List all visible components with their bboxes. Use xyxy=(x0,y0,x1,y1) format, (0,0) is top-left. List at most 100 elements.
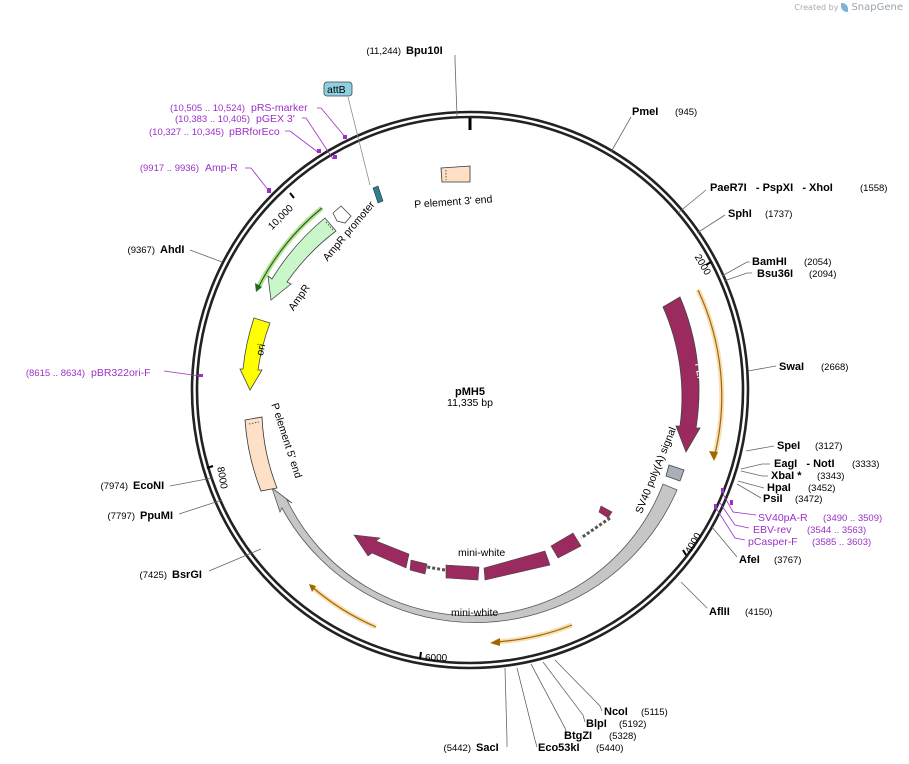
primer-name-ebv-rev: EBV-rev xyxy=(753,524,792,536)
site-name-xbai: XbaI * xyxy=(771,470,802,482)
sv40-polya-feature xyxy=(665,464,685,482)
site-pos-afei: (3767) xyxy=(774,555,801,566)
primer-range-amp-r: (9917 .. 9936) xyxy=(140,163,199,174)
site-pos-bsrgi: (7425) xyxy=(140,570,167,581)
site-pos-saci: (5442) xyxy=(444,743,471,754)
site-name-bsu36i: Bsu36I xyxy=(757,268,793,280)
flp-feature xyxy=(662,296,701,453)
flp-label: FLP xyxy=(692,362,707,384)
site-pos-psii: (3472) xyxy=(795,494,822,505)
mini-white-grey-feature xyxy=(271,483,678,623)
mini-white-grey-label: mini-white xyxy=(451,607,498,619)
site-pos-aflii: (4150) xyxy=(745,607,772,618)
primer-range-pcasper-f: (3585 .. 3603) xyxy=(812,537,871,548)
attb-label: attB xyxy=(327,84,346,96)
site-name-hpai: HpaI xyxy=(767,482,791,494)
site-name-bpu10i: Bpu10I xyxy=(406,45,443,57)
site-pos-spei: (3127) xyxy=(815,441,842,452)
site-name-ahdi: AhdI xyxy=(160,244,184,256)
snapgene-leaf-icon xyxy=(841,3,849,12)
p-element-5-end-label: P element 5' end xyxy=(268,402,304,480)
primer-range-prs-marker: (10,505 .. 10,524) xyxy=(170,103,245,114)
site-name-pmei: PmeI xyxy=(632,106,658,118)
site-name-psii: PsiI xyxy=(763,493,783,505)
primer-name-amp-r: Amp-R xyxy=(205,162,238,174)
flp-orf-arrow xyxy=(697,289,723,459)
ampr-feature xyxy=(267,217,337,301)
site-pos-hpai: (3452) xyxy=(808,483,835,494)
primer-name-prs-marker: pRS-marker xyxy=(251,102,308,114)
site-pos-bamhi: (2054) xyxy=(804,257,831,268)
p-element-3-end-feature xyxy=(440,165,471,183)
site-name-btgzi: BtgZI xyxy=(564,730,592,742)
site-pos-blpi: (5192) xyxy=(619,719,646,730)
mini-white-purple-label: mini-white xyxy=(458,547,505,559)
site-pos-eco53ki: (5440) xyxy=(596,743,623,754)
primer-name-pbrforeco: pBRforEco xyxy=(229,126,280,138)
site-pos-sphi: (1737) xyxy=(765,209,792,220)
site-name-eco53ki: Eco53kI xyxy=(538,742,580,754)
site-name-afei: AfeI xyxy=(739,554,760,566)
site-name-blpi: BlpI xyxy=(586,718,607,730)
site-pos-xhoi-group: (1558) xyxy=(860,183,887,194)
primer-range-ebv-rev: (3544 .. 3563) xyxy=(807,525,866,536)
primer-marks xyxy=(199,135,733,509)
plasmid-backbone xyxy=(190,110,750,670)
site-name-bamhi: BamHI xyxy=(752,256,787,268)
site-name-ncoi: NcoI xyxy=(604,706,628,718)
site-pos-noti-group: (3333) xyxy=(852,459,879,470)
credit-brand: SnapGene xyxy=(851,2,903,13)
restriction-site-labels: (11,244) Bpu10I PmeI (945) PaeR7I - PspX… xyxy=(101,45,888,754)
site-name-econi: EcoNI xyxy=(133,480,164,492)
p-element-3-end-label: P element 3' end xyxy=(414,193,493,210)
ampr-label: AmpR xyxy=(286,282,313,313)
plasmid-size: 11,335 bp xyxy=(447,397,493,409)
primer-range-pbrforeco: (10,327 .. 10,345) xyxy=(149,127,224,138)
position-ticks xyxy=(206,192,712,660)
tick-label-2000: 2000 xyxy=(692,253,713,278)
primer-labels: SV40pA-R (3490 .. 3509) EBV-rev (3544 ..… xyxy=(26,102,882,548)
site-pos-ppumi: (7797) xyxy=(108,511,135,522)
mini-white-orf-arrow-right xyxy=(494,624,573,643)
site-name-noti-group: EagI - NotI xyxy=(774,458,835,470)
site-pos-ncoi: (5115) xyxy=(641,707,668,718)
ori-label: ori xyxy=(254,343,268,357)
site-name-swai: SwaI xyxy=(779,361,804,373)
ampr-promoter-feature xyxy=(332,205,352,224)
p-element-5-end-feature xyxy=(244,416,278,492)
site-name-xhoi-group: PaeR7I - PspXI - XhoI xyxy=(710,182,833,194)
attb-label-box xyxy=(323,81,353,97)
primer-range-pgex3: (10,383 .. 10,405) xyxy=(175,114,250,125)
snapgene-credit: Created by SnapGene xyxy=(794,2,903,13)
primer-range-sv40pa-r: (3490 .. 3509) xyxy=(823,513,882,524)
site-name-aflii: AflII xyxy=(709,606,730,618)
site-name-bsrgi: BsrGI xyxy=(172,569,202,581)
site-name-saci: SacI xyxy=(476,742,499,754)
credit-prefix: Created by xyxy=(794,3,839,12)
site-name-sphi: SphI xyxy=(728,208,752,220)
primer-name-pbr322ori-f: pBR322ori-F xyxy=(91,367,151,379)
primer-name-pcasper-f: pCasper-F xyxy=(748,536,798,548)
site-pos-bsu36i: (2094) xyxy=(809,269,836,280)
site-pos-pmei: (945) xyxy=(675,107,697,118)
tick-label-6000: 6000 xyxy=(425,653,448,664)
plasmid-name: pMH5 xyxy=(455,386,485,398)
primer-range-pbr322ori-f: (8615 .. 8634) xyxy=(26,368,85,379)
attb-feature xyxy=(372,185,384,204)
ori-feature xyxy=(239,317,271,391)
site-pos-swai: (2668) xyxy=(821,362,848,373)
site-pos-bpu10i: (11,244) xyxy=(366,46,401,57)
attb-leader-line xyxy=(347,96,371,186)
site-pos-econi: (7974) xyxy=(101,481,128,492)
site-name-ppumi: PpuMI xyxy=(140,510,173,522)
site-pos-ahdi: (9367) xyxy=(128,245,155,256)
mini-white-exons xyxy=(353,505,613,581)
mini-white-orf-arrow-left xyxy=(310,585,377,628)
primer-name-sv40pa-r: SV40pA-R xyxy=(758,512,808,524)
site-pos-xbai: (3343) xyxy=(817,471,844,482)
site-pos-btgzi: (5328) xyxy=(609,731,636,742)
primer-name-pgex3: pGEX 3' xyxy=(256,113,295,125)
site-leader-lines xyxy=(169,55,777,748)
tick-label-8000: 8000 xyxy=(214,466,229,490)
